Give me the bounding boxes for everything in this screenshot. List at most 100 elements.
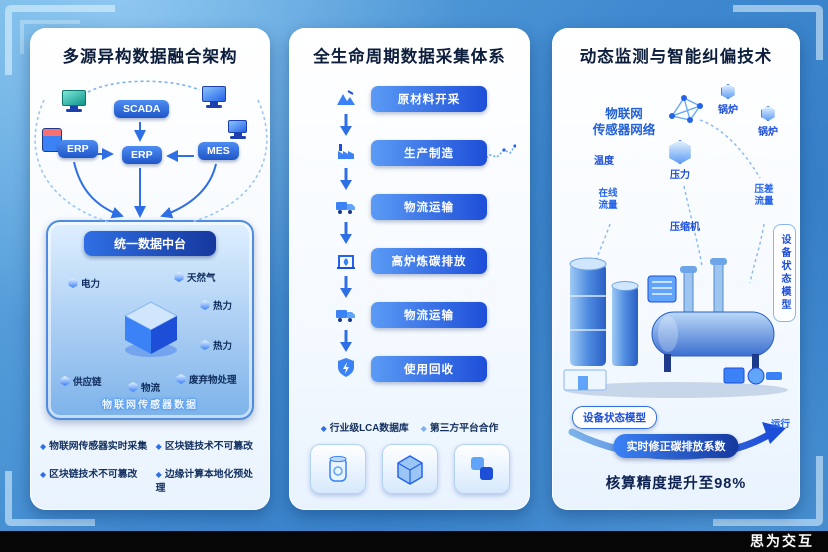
factory-icon xyxy=(335,141,357,163)
iot-network-icon xyxy=(669,95,703,123)
flow-step: 物流运输 xyxy=(289,194,530,220)
data-cube-icon xyxy=(123,301,179,357)
bullet-item: 物联网传感器实时采集 xyxy=(40,438,152,452)
erp-node: ERP xyxy=(122,146,162,164)
trend-sparkline-icon xyxy=(482,144,516,161)
flow-step: 原材料开采 xyxy=(289,86,530,112)
furnace-icon xyxy=(335,249,357,271)
iot-network-line1: 物联网 xyxy=(605,107,643,121)
down-arrow-icon xyxy=(339,114,353,138)
sensor-connector-lines xyxy=(593,119,765,284)
scada-node: SCADA xyxy=(114,100,170,118)
badge-label: 温度 xyxy=(594,156,614,167)
recycle-shield-icon xyxy=(335,357,357,379)
cube-icon xyxy=(60,376,70,386)
fusion-arrows-graphic xyxy=(34,80,268,223)
canister-icon xyxy=(328,455,347,482)
flow-step-label: 生产制造 xyxy=(371,140,487,166)
industrial-equipment-illustration xyxy=(563,257,788,398)
item-label: 废弃物处理 xyxy=(189,375,237,386)
terminal-monitor-icon xyxy=(228,120,247,133)
bullet-item: 边缘计算本地化预处理 xyxy=(156,466,262,494)
flow-step-label: 物流运输 xyxy=(371,194,487,220)
pressure-badge: 压力 xyxy=(668,140,692,181)
boiler-icon xyxy=(761,106,775,121)
down-arrow-icon xyxy=(339,168,353,192)
resource-tiles xyxy=(289,444,530,494)
equipment-state-model-pill: 设备状态模型 xyxy=(572,406,657,429)
down-arrow-icon xyxy=(339,276,353,300)
mining-icon xyxy=(335,87,357,109)
flow-left-label: 在线流量 xyxy=(598,188,618,212)
flow-right-label: 压差流量 xyxy=(754,184,774,208)
platform-title: 统一数据中台 xyxy=(84,231,216,256)
legend-item: 第三方平台合作 xyxy=(421,420,499,434)
iot-network-label: 物联网 传感器网络 xyxy=(582,106,666,139)
truck-icon xyxy=(335,303,357,325)
panel-title: 动态监测与智能纠偏技术 xyxy=(579,48,773,66)
boiler-badge: 锅炉 xyxy=(758,106,778,138)
temperature-badge: 温度 xyxy=(594,152,614,167)
platform-item-logistics: 物流 xyxy=(128,380,160,394)
accuracy-result: 核算精度提升至98% xyxy=(605,476,747,492)
equipment-state-model-tab: 设备状态模型 xyxy=(773,224,796,322)
bullet-item: 区块链技术不可篡改 xyxy=(156,438,262,452)
erp-node: ERP xyxy=(58,140,98,158)
run-label: 运行 xyxy=(770,419,790,430)
flow-step-label: 使用回收 xyxy=(371,356,487,382)
correction-pill: 实时修正碳排放系数 xyxy=(613,434,739,458)
item-label: 热力 xyxy=(213,341,233,352)
pressure-icon xyxy=(669,140,691,164)
bottom-bar: 思为交互 xyxy=(0,531,828,552)
item-label: 物流 xyxy=(141,383,161,394)
badge-label: 锅炉 xyxy=(718,105,738,116)
flow-step-label: 高炉炼碳排放 xyxy=(371,248,487,274)
down-arrow-icon xyxy=(339,330,353,354)
compressor-badge: 压缩机 xyxy=(670,218,700,233)
terminal-monitor-icon xyxy=(202,86,226,102)
down-arrow-icon xyxy=(339,222,353,246)
cube-icon xyxy=(176,374,186,384)
badge-label: 压缩机 xyxy=(670,222,700,233)
badge-label: 锅炉 xyxy=(758,127,778,138)
cube-icon xyxy=(68,278,78,288)
platform-item-gas: 天然气 xyxy=(174,270,216,284)
database-tile xyxy=(309,444,366,494)
platform-item-heat: 热力 xyxy=(200,338,232,352)
legend-item: 行业级LCA数据库 xyxy=(321,420,409,434)
hexagon-cube-icon xyxy=(396,455,423,485)
flow-step: 生产制造 xyxy=(289,140,530,166)
panel-dynamic-monitoring: 动态监测与智能纠偏技术 物联网 传感器网络 锅炉 锅炉 温度 xyxy=(552,28,800,510)
flow-step: 高炉炼碳排放 xyxy=(289,248,530,274)
unified-data-platform: 统一数据中台 电力 天然气 热力 热力 供应链 xyxy=(46,220,254,420)
item-label: 热力 xyxy=(213,301,233,312)
flow-step: 物流运输 xyxy=(289,302,530,328)
item-label: 电力 xyxy=(81,279,101,290)
puzzle-icon xyxy=(470,457,493,480)
platform-item-heat: 热力 xyxy=(200,298,232,312)
cube-icon xyxy=(174,272,184,282)
cube-icon xyxy=(128,382,138,392)
flow-step-label: 物流运输 xyxy=(371,302,487,328)
truck-icon xyxy=(335,195,357,217)
cube-icon xyxy=(200,340,210,350)
panel-data-fusion: 多源异构数据融合架构 SCADA ERP ERP MES 统一数据 xyxy=(30,28,270,510)
terminal-monitor-icon xyxy=(62,90,86,106)
partner-tile xyxy=(453,444,510,494)
legend: 行业级LCA数据库 第三方平台合作 xyxy=(289,420,530,434)
feature-bullets: 物联网传感器实时采集 区块链技术不可篡改 区块链技术不可篡改 边缘计算本地化预处… xyxy=(40,438,262,494)
platform-item-supply-chain: 供应链 xyxy=(60,374,102,388)
item-label: 供应链 xyxy=(73,377,102,388)
boiler-badge: 锅炉 xyxy=(718,84,738,116)
bullet-item: 区块链技术不可篡改 xyxy=(40,466,152,494)
platform-item-power: 电力 xyxy=(68,276,100,290)
boiler-icon xyxy=(721,84,735,99)
panel-title: 全生命周期数据采集体系 xyxy=(313,48,506,66)
iot-network-line2: 传感器网络 xyxy=(592,123,656,138)
watermark: 思为交互 xyxy=(750,533,814,549)
item-label: 天然气 xyxy=(187,273,216,284)
flow-step: 使用回收 xyxy=(289,356,530,382)
platform-footer: 物联网传感器数据 xyxy=(102,400,198,411)
platform-item-waste: 废弃物处理 xyxy=(176,372,237,386)
